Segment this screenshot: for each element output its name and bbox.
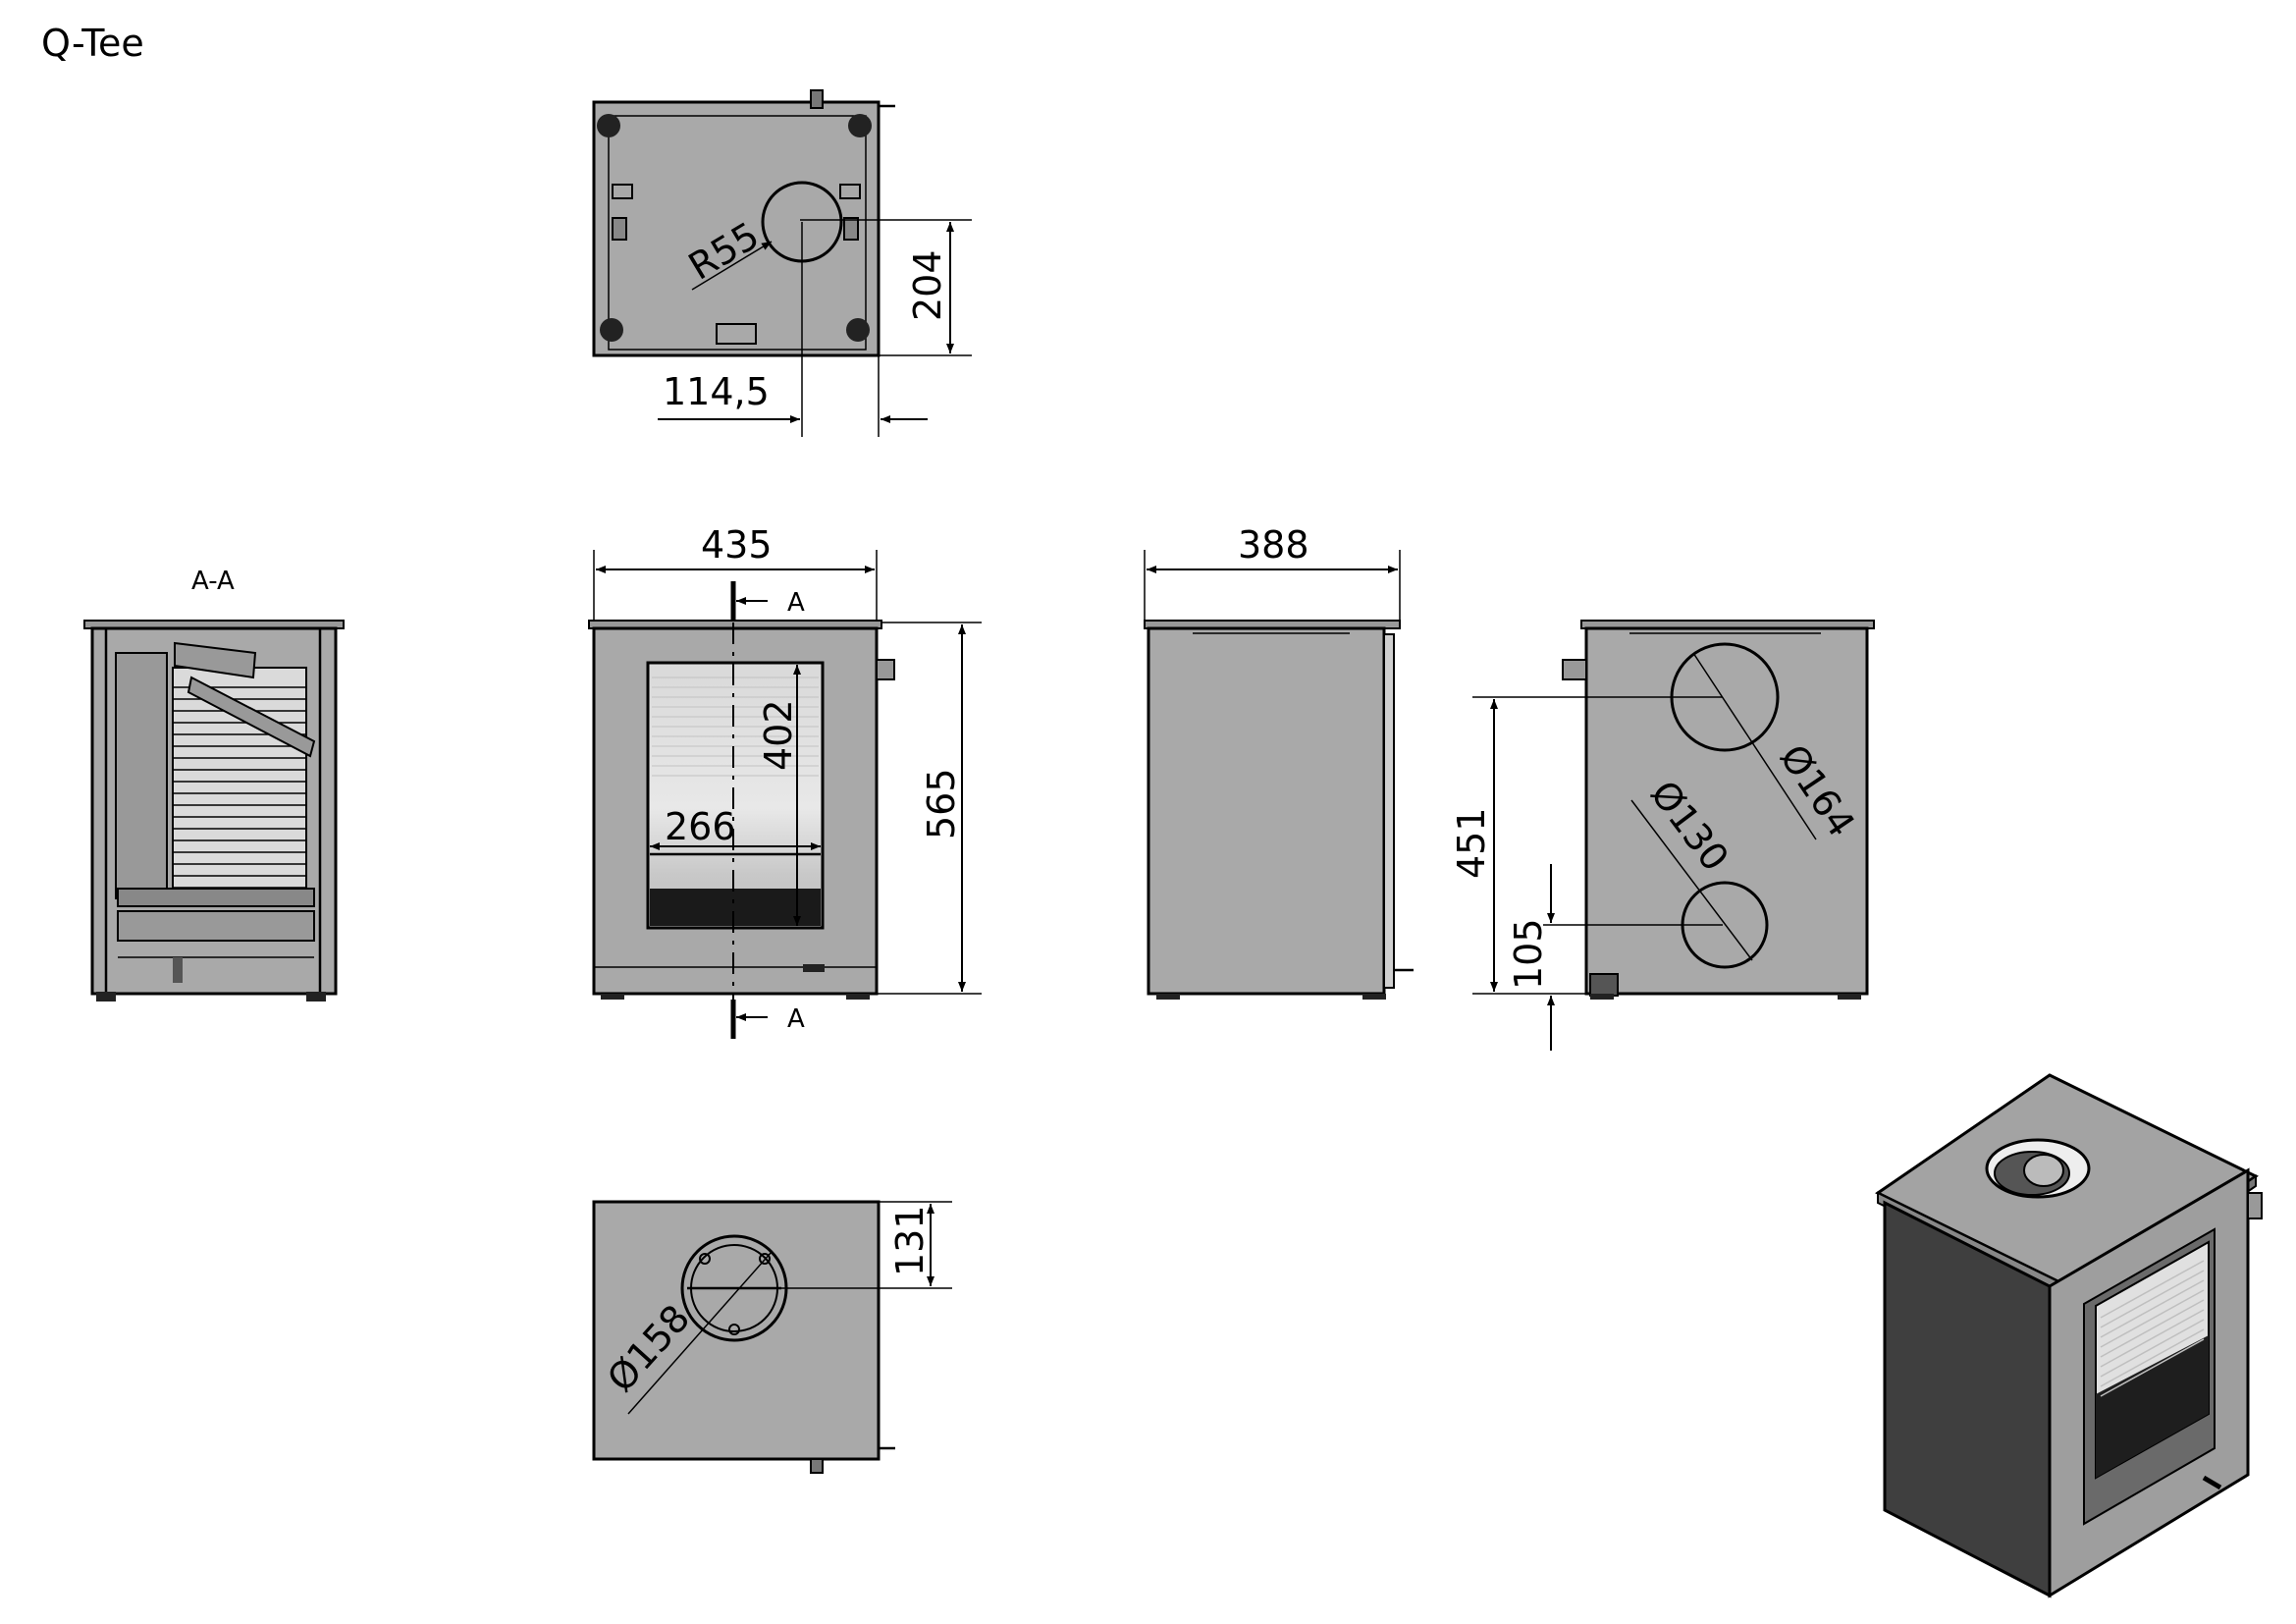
section-marker-top: A bbox=[787, 588, 805, 618]
dim-114-5: 114,5 bbox=[663, 370, 770, 413]
section-view: A-A bbox=[83, 567, 345, 1001]
dim-435: 435 bbox=[701, 523, 773, 567]
rear-view: 451 105 Ø164 Ø130 bbox=[1450, 620, 1875, 1051]
dim-388: 388 bbox=[1238, 523, 1309, 567]
dim-266: 266 bbox=[665, 805, 736, 848]
dim-402: 402 bbox=[757, 699, 800, 771]
isometric-view bbox=[1875, 1073, 2263, 1598]
rear-body bbox=[1584, 626, 1869, 996]
top-view-body bbox=[592, 100, 881, 357]
front-view: A A 435 565 402 266 bbox=[588, 523, 982, 1039]
top-view: R55 204 114,5 bbox=[592, 89, 972, 437]
dim-204: 204 bbox=[906, 249, 949, 321]
side-body bbox=[1147, 626, 1386, 996]
bottom-view: 131 Ø158 bbox=[592, 1200, 952, 1474]
dim-105: 105 bbox=[1507, 918, 1550, 990]
side-view: 388 bbox=[1144, 523, 1414, 1000]
dim-565: 565 bbox=[920, 768, 963, 839]
dim-131: 131 bbox=[888, 1205, 932, 1276]
dim-451: 451 bbox=[1450, 807, 1493, 879]
section-marker-bottom: A bbox=[787, 1004, 805, 1034]
section-label: A-A bbox=[191, 567, 235, 596]
drawing-title: Q-Tee bbox=[41, 22, 144, 65]
